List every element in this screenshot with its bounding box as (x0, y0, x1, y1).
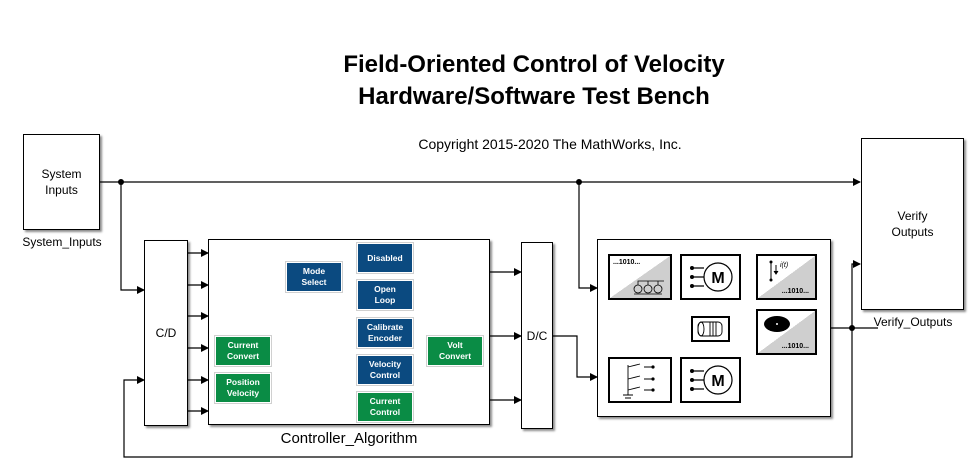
open-loop-line1: Open (374, 284, 396, 294)
position-velocity-line1: Position (226, 377, 260, 387)
switch-block[interactable] (608, 357, 672, 403)
encoder-disk-icon (764, 316, 790, 332)
current-convert-block[interactable]: Current Convert (214, 335, 272, 367)
system-inputs-name: System_Inputs (22, 235, 102, 249)
motor-block-2[interactable]: M (680, 357, 741, 403)
system-inputs-block[interactable]: System Inputs (23, 134, 100, 230)
verify-outputs-text-line1: Verify (897, 209, 928, 223)
velocity-control-line2: Control (369, 370, 401, 380)
calibrate-encoder-block[interactable]: Calibrate Encoder (356, 317, 414, 349)
inverter-label: ...1010... (613, 259, 641, 266)
motor-icon: M (690, 262, 733, 292)
open-loop-block[interactable]: Open Loop (356, 279, 414, 311)
diagram-title-line1: Field-Oriented Control of Velocity (343, 51, 725, 78)
current-convert-line1: Current (227, 340, 259, 350)
current-convert-line2: Convert (226, 351, 260, 361)
cd-text: C/D (155, 326, 177, 340)
volt-convert-block[interactable]: Volt Convert (426, 335, 484, 367)
volt-convert-line2: Convert (438, 351, 472, 361)
current-symbol: i(t) (780, 262, 789, 269)
wire-sysin-to-cd (120, 182, 145, 294)
mode-select-line1: Mode (302, 266, 326, 276)
volt-convert-line1: Volt (447, 340, 463, 350)
disabled-block[interactable]: Disabled (356, 242, 414, 274)
verify-outputs-block[interactable]: Verify Outputs (861, 138, 964, 310)
mechanical-load-block[interactable] (691, 316, 730, 342)
current-sensor-icon (769, 260, 779, 282)
inverter-block[interactable]: ...1010... (608, 254, 672, 300)
system-inputs-text-line1: System (41, 167, 82, 181)
motor-block-1[interactable]: M (680, 254, 741, 300)
position-velocity-line2: Velocity (226, 388, 260, 398)
inertia-icon (697, 321, 723, 337)
velocity-control-block[interactable]: Velocity Control (356, 354, 414, 386)
open-loop-line2: Loop (374, 295, 396, 305)
copyright-text: Copyright 2015-2020 The MathWorks, Inc. (418, 136, 682, 152)
diagram-title-line2: Hardware/Software Test Bench (358, 83, 710, 110)
current-control-line1: Current (369, 396, 401, 406)
mode-select-block[interactable]: Mode Select (285, 261, 343, 293)
cd-block[interactable]: C/D (144, 240, 188, 426)
current-control-line2: Control (369, 407, 401, 417)
motor-icon: M (690, 365, 733, 395)
dc-block[interactable]: D/C (521, 242, 553, 429)
three-phase-bridge-icon (633, 280, 664, 295)
position-velocity-block[interactable]: Position Velocity (214, 372, 272, 404)
switch-icon (623, 363, 655, 399)
motor-symbol-2: M (711, 373, 724, 390)
disabled-line1: Disabled (367, 252, 403, 263)
encoder-label: ...1010... (781, 343, 809, 350)
motor-symbol-1: M (711, 270, 724, 287)
system-inputs-text-line2: Inputs (45, 183, 78, 197)
current-sensor-block[interactable]: i(t) ...1010... (756, 254, 817, 300)
verify-outputs-name: Verify_Outputs (873, 315, 953, 329)
calibrate-encoder-line2: Encoder (367, 333, 402, 343)
encoder-block[interactable]: ...1010... (756, 309, 817, 355)
mode-select-line2: Select (301, 277, 327, 287)
current-sensor-label: ...1010... (781, 288, 809, 295)
current-control-block[interactable]: Current Control (356, 391, 414, 423)
controller-algorithm-name: Controller_Algorithm (280, 430, 418, 447)
velocity-control-line1: Velocity (368, 359, 402, 369)
calibrate-encoder-line1: Calibrate (366, 322, 404, 332)
verify-outputs-text-line2: Outputs (891, 225, 934, 239)
dc-text: D/C (526, 328, 548, 343)
wire-sysin-to-plant (578, 182, 598, 292)
